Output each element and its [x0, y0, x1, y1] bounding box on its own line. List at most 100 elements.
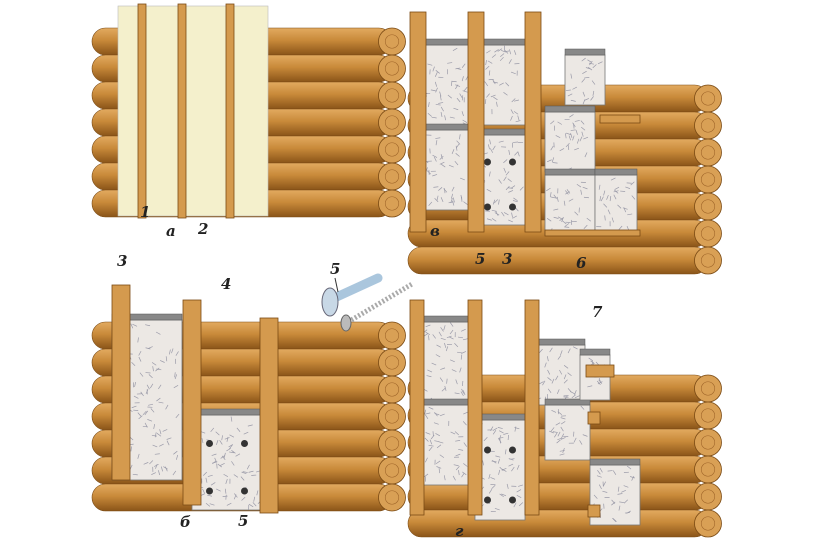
batten: [410, 12, 426, 232]
log-end: [379, 55, 406, 82]
board-edge: [545, 169, 595, 175]
dowel-head: [509, 497, 516, 504]
batten: [178, 4, 186, 218]
dowel-head: [484, 497, 491, 504]
fiber: [584, 197, 589, 198]
caption-b: б: [180, 513, 191, 531]
leader-5: [335, 278, 338, 292]
batten: [226, 4, 234, 218]
dowel-head: [241, 488, 248, 495]
label-3-v: 3: [502, 250, 512, 268]
log-end: [695, 402, 722, 429]
batten: [410, 300, 424, 515]
label-6: 6: [576, 254, 586, 272]
log-end: [695, 510, 722, 537]
board-edge: [590, 459, 640, 465]
log-end: [695, 112, 722, 139]
log-end: [695, 483, 722, 510]
insulation-board: [535, 345, 585, 405]
screw-head: [341, 315, 351, 331]
dowel-washer: [322, 288, 338, 316]
board-edge: [580, 349, 610, 355]
log-end: [379, 109, 406, 136]
log-end: [379, 28, 406, 55]
batten: [468, 300, 482, 515]
log-end: [379, 403, 406, 430]
label-2: 2: [198, 220, 208, 238]
board-edge: [535, 339, 585, 345]
log-end: [695, 139, 722, 166]
log-end: [379, 430, 406, 457]
log-end: [379, 190, 406, 217]
batten: [586, 365, 614, 377]
insulation-board: [545, 112, 595, 172]
log: [408, 483, 708, 510]
batten: [112, 285, 130, 480]
insulation-board: [580, 355, 610, 400]
log-end: [695, 456, 722, 483]
log: [408, 510, 708, 537]
log-end: [379, 163, 406, 190]
label-3-b: 3: [117, 252, 127, 270]
batten: [600, 115, 640, 123]
batten: [588, 412, 600, 424]
board-edge: [565, 49, 605, 55]
caption-v: в: [430, 222, 440, 240]
label-5-v: 5: [475, 250, 485, 268]
log-end: [379, 457, 406, 484]
board-edge: [418, 399, 473, 405]
board-edge: [595, 169, 637, 175]
insulation-board: [192, 415, 262, 510]
batten: [260, 318, 278, 513]
log-end: [695, 85, 722, 112]
board-edge: [545, 106, 595, 112]
dowel-head: [206, 488, 213, 495]
batten: [183, 300, 201, 505]
batten: [138, 4, 146, 218]
log-end: [379, 484, 406, 511]
log-end: [379, 349, 406, 376]
dowel-head: [509, 159, 516, 166]
label-5-fastener: 5: [330, 260, 340, 278]
log-end: [379, 322, 406, 349]
log-end: [695, 166, 722, 193]
batten: [588, 505, 600, 517]
fiber: [462, 381, 463, 386]
dowel-head: [241, 440, 248, 447]
dowel-head: [484, 159, 491, 166]
log: [408, 247, 708, 274]
batten: [468, 12, 484, 232]
dowel-head: [509, 447, 516, 454]
batten: [525, 12, 541, 232]
label-1: 1: [140, 203, 150, 221]
board-edge: [418, 316, 473, 322]
log-end: [379, 82, 406, 109]
caption-a: а: [166, 222, 176, 240]
dowel-head: [484, 204, 491, 211]
insulation-board: [475, 420, 525, 520]
log-end: [379, 376, 406, 403]
log-end: [379, 136, 406, 163]
dowel-head: [484, 447, 491, 454]
insulation-board: [595, 175, 637, 235]
label-7: 7: [592, 303, 602, 321]
insulation-board: [545, 175, 595, 235]
label-5-b: 5: [238, 512, 248, 530]
insulation-board: [418, 405, 473, 485]
log-end: [695, 375, 722, 402]
board-edge: [475, 414, 525, 420]
log-end: [695, 247, 722, 274]
caption-g: г: [455, 522, 463, 540]
dowel-head: [206, 440, 213, 447]
log-end: [695, 220, 722, 247]
dowel-head: [509, 204, 516, 211]
log-end: [695, 193, 722, 220]
log-end: [695, 429, 722, 456]
board-edge: [192, 409, 262, 415]
batten: [545, 230, 640, 236]
label-4: 4: [221, 275, 231, 293]
insulation-board: [565, 55, 605, 105]
batten: [525, 300, 539, 515]
